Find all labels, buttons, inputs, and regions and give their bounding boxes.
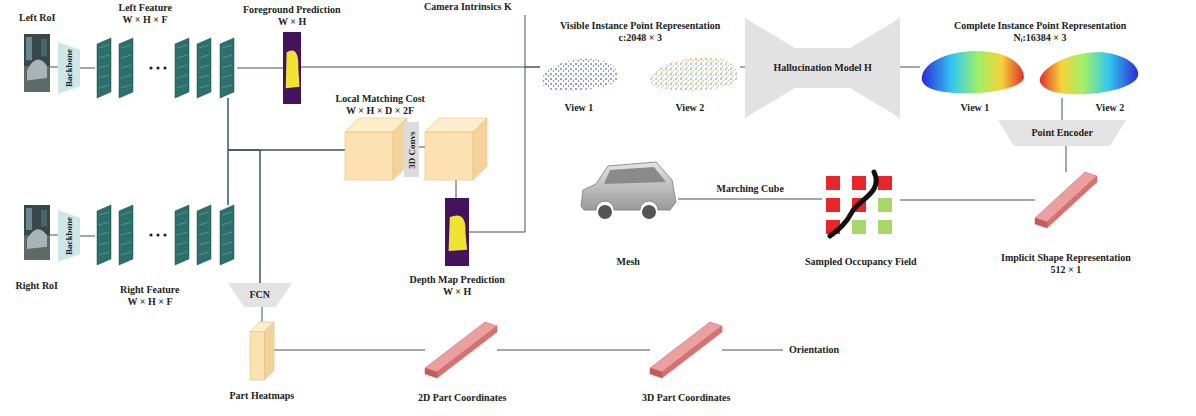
- flow-line: [900, 200, 1035, 201]
- flow-line: [678, 199, 822, 200]
- output-node: Orientation: [783, 342, 845, 358]
- cost-volume-cube: [425, 118, 487, 180]
- feature-stack-shape: [95, 205, 237, 265]
- backbone-block: Backbone: [58, 42, 80, 94]
- node-label: Point Encoder: [1032, 127, 1093, 139]
- vector-bar-shape: [1035, 172, 1097, 228]
- roi-image: Right RoI: [24, 205, 50, 260]
- feature-stack: Right FeatureW × H × F: [95, 205, 237, 265]
- flow-line: [1062, 98, 1063, 120]
- node-caption: W × H × F: [123, 14, 168, 26]
- node-caption: W × H: [443, 286, 471, 298]
- vector-bar-shape: [425, 322, 497, 378]
- tensor-cube: Part Heatmaps: [250, 322, 274, 380]
- backbone-block: Backbone: [58, 210, 80, 262]
- node-caption: Implicit Shape Representation: [1001, 252, 1131, 264]
- point-cloud-shape: [920, 46, 1142, 98]
- node-caption: 3D Part Coordinates: [642, 392, 730, 404]
- vector-bar-shape: [650, 322, 722, 378]
- flow-line: [50, 235, 58, 236]
- tensor-cube-shape: [345, 118, 407, 180]
- encoder-block: Point Encoder: [998, 120, 1126, 146]
- node-caption: Foreground Prediction: [243, 4, 341, 16]
- node-label: Backbone: [64, 217, 74, 255]
- flow-line: [80, 236, 95, 237]
- flow-line: [228, 98, 345, 150]
- node-caption: Mesh: [617, 256, 640, 268]
- feature-stack-shape: [95, 38, 237, 98]
- node-caption: W × H × F: [128, 296, 173, 308]
- feature-stack: Left FeatureW × H × F: [95, 38, 237, 98]
- tensor-cube: Local Matching CostW × H × D × 2F: [345, 118, 407, 180]
- roi-image-shape: [24, 205, 50, 260]
- prediction-map: Depth Map PredictionW × H: [445, 198, 469, 266]
- flow-line: [1066, 146, 1067, 172]
- flow-line: [262, 307, 263, 322]
- point-cloud-shape: [540, 48, 740, 96]
- node-caption: 512 × 1: [1051, 264, 1082, 276]
- camera-wire: [525, 15, 526, 67]
- node-caption: Left RoI: [19, 12, 55, 24]
- flow-line: [274, 350, 425, 351]
- point-cloud: Complete Instance Point RepresentationNᵢ…: [920, 46, 1142, 98]
- conv-block: 3D Convs: [404, 122, 419, 177]
- model-block: Hallucination Model H: [745, 18, 900, 118]
- vector-bar: Implicit Shape Representation512 × 1: [1035, 172, 1097, 228]
- flow-line: [301, 67, 540, 68]
- node-caption: W × H × D × 2F: [346, 105, 414, 117]
- input-label: Camera Intrinsics K: [422, 1, 514, 13]
- flow-line: [740, 67, 745, 68]
- node-caption: Left Feature: [119, 2, 172, 14]
- flow-line: [722, 350, 783, 351]
- node-caption: Part Heatmaps: [230, 390, 295, 402]
- node-caption: View 1: [961, 102, 990, 114]
- node-caption: Visible Instance Point Representation: [560, 20, 720, 32]
- node-caption: Right RoI: [16, 280, 59, 292]
- flow-line: [237, 68, 283, 69]
- occupancy-grid-shape: [822, 172, 900, 234]
- node-label: FCN: [250, 289, 271, 301]
- node-caption: View 2: [676, 102, 705, 114]
- node-caption: Local Matching Cost: [336, 93, 425, 105]
- node-caption: W × H: [278, 16, 306, 28]
- point-cloud: Visible Instance Point Representationc:2…: [540, 48, 740, 96]
- node-caption: View 2: [1096, 102, 1125, 114]
- node-caption: Nᵢ:16384 × 3: [1014, 32, 1067, 44]
- node-caption: Complete Instance Point Representation: [954, 20, 1126, 32]
- roi-image-shape: [24, 34, 50, 92]
- node-caption: 2D Part Coordinates: [418, 392, 506, 404]
- mesh-render: Mesh: [578, 158, 678, 226]
- flow-line: [900, 67, 920, 68]
- tensor-cube-shape: [250, 322, 274, 380]
- mesh-render-shape: [578, 158, 678, 226]
- flow-line: [50, 67, 58, 68]
- node-label: Hallucination Model H: [774, 62, 872, 74]
- node-caption: View 1: [565, 102, 594, 114]
- prediction-map-shape: [283, 32, 301, 104]
- prediction-map: Foreground PredictionW × H: [283, 32, 301, 104]
- prediction-map-shape: [445, 198, 469, 266]
- vector-bar: 3D Part Coordinates: [650, 322, 722, 378]
- vector-bar: 2D Part Coordinates: [425, 322, 497, 378]
- edge-label: Marching Cube: [715, 183, 786, 195]
- node-caption: Sampled Occupancy Field: [805, 256, 917, 268]
- node-caption: Depth Map Prediction: [410, 274, 505, 286]
- flow-line: [228, 150, 345, 205]
- roi-image: Left RoI: [24, 34, 50, 92]
- flow-line: [469, 67, 540, 232]
- node-label: Backbone: [64, 49, 74, 87]
- occupancy-grid: Sampled Occupancy Field: [822, 172, 900, 234]
- node-caption: c:2048 × 3: [619, 32, 662, 44]
- node-caption: Right Feature: [120, 284, 180, 296]
- node-label: Orientation: [789, 344, 839, 356]
- encoder-block: FCN: [228, 283, 292, 307]
- node-label: 3D Convs: [407, 131, 417, 168]
- flow-line: [80, 68, 95, 69]
- flow-line: [497, 350, 650, 351]
